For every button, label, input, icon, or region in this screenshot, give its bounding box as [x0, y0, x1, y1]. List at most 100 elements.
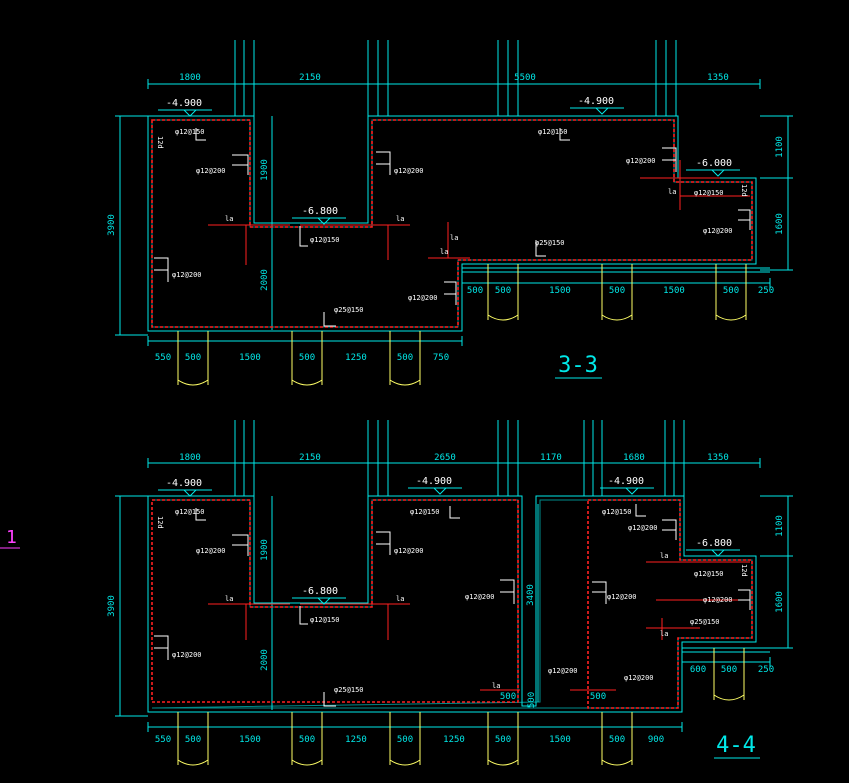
dim-text: 500	[299, 353, 315, 363]
elevation-markers-3-3	[158, 107, 740, 225]
rebar-label: φ12@150	[538, 128, 568, 136]
column-stub	[367, 420, 389, 496]
section-4-4	[115, 420, 793, 732]
small-label: la	[396, 595, 404, 603]
dim-text: 250	[758, 286, 774, 296]
rebar-label: φ12@200	[628, 524, 658, 532]
dim-text: 750	[433, 353, 449, 363]
dim-text: 1250	[345, 735, 367, 745]
right-dim-text: 1600	[775, 591, 785, 613]
elevation-text: -4.900	[416, 476, 452, 487]
inner-dim-text: 3400	[526, 584, 536, 606]
column-stub	[497, 40, 519, 116]
dim-text: 250	[758, 665, 774, 675]
dim-text: 500	[495, 286, 511, 296]
elevation-text: -4.900	[608, 476, 644, 487]
inner-dim-text: 2000	[260, 649, 270, 671]
rebar-label: φ12@150	[694, 570, 724, 578]
rebar-label: φ25@150	[690, 618, 720, 626]
rebar-label: φ12@200	[394, 547, 424, 555]
texts-3-3: 1800 2150 5500 1350 550 500 1500 500 125…	[107, 73, 785, 378]
inner-dim-text: 1900	[260, 539, 270, 561]
rebar-lines-3-3	[208, 160, 750, 265]
rebar-label: φ12@200	[172, 271, 202, 279]
dim-text: 2150	[299, 453, 321, 463]
slab-line	[462, 267, 770, 273]
small-label: 12d	[156, 136, 164, 149]
dim-text: 1500	[549, 286, 571, 296]
rebar-label: φ25@150	[535, 239, 565, 247]
inner-dim-text: 500	[590, 692, 606, 702]
dim-text: 1500	[239, 735, 261, 745]
small-label: la	[396, 215, 404, 223]
dim-text: 1800	[179, 73, 201, 83]
column-stub	[234, 40, 255, 116]
column-stub	[367, 40, 389, 116]
rebar-label: φ12@200	[172, 651, 202, 659]
rebar-3-3	[151, 119, 753, 328]
rebar-label: φ25@150	[334, 306, 364, 314]
outline-inner	[151, 119, 753, 328]
pile	[601, 712, 633, 766]
dim-text: 500	[397, 735, 413, 745]
dim-text: 500	[609, 286, 625, 296]
pile	[389, 712, 421, 766]
pile	[487, 264, 519, 321]
left-dim-line	[115, 115, 148, 336]
column-stub	[234, 420, 255, 496]
dim-text: 550	[155, 735, 171, 745]
pile	[177, 712, 209, 766]
dim-text: 500	[397, 353, 413, 363]
dim-text: 2150	[299, 73, 321, 83]
rebar-label: φ12@150	[175, 508, 205, 516]
dim-text: 600	[690, 665, 706, 675]
rebar-label: φ12@200	[548, 667, 578, 675]
elevation-text: -6.000	[696, 158, 732, 169]
column-stub	[583, 420, 603, 496]
dim-text: 500	[185, 353, 201, 363]
dim-text: 1800	[179, 453, 201, 463]
small-label: la	[225, 595, 233, 603]
dim-text: 1170	[540, 453, 562, 463]
right-dim-line	[760, 115, 793, 271]
dim-text: 1350	[707, 73, 729, 83]
piles-3-3	[177, 264, 747, 386]
pile	[177, 331, 209, 386]
dim-text: 1500	[549, 735, 571, 745]
column-stub	[664, 420, 685, 496]
right-dim-line	[760, 495, 793, 649]
rebar-label: φ12@200	[703, 227, 733, 235]
dim-text: 1680	[623, 453, 645, 463]
right-dim-text: 1600	[775, 213, 785, 235]
dim-text: 1250	[345, 353, 367, 363]
rebar-label: φ25@150	[334, 686, 364, 694]
top-dim-line	[147, 458, 761, 468]
section-3-3	[115, 40, 793, 346]
small-label: 12d	[740, 564, 748, 577]
slab-line	[682, 647, 770, 653]
rebar-label: φ12@200	[626, 157, 656, 165]
dim-text: 500	[467, 286, 483, 296]
right-dim-text: 1100	[775, 136, 785, 158]
small-label: la	[450, 234, 458, 242]
rebar-label: φ12@150	[310, 616, 340, 624]
rebar-label: φ12@200	[703, 596, 733, 604]
dim-text: 900	[648, 735, 664, 745]
texts-4-4: 1800 2150 2650 1170 1680 1350 550 500 15…	[107, 453, 785, 758]
elevation-text: -6.800	[302, 206, 338, 217]
dim-text: 500	[495, 735, 511, 745]
rebar-label: φ12@200	[624, 674, 654, 682]
rebar-label: φ12@200	[465, 593, 495, 601]
hooks-3-3	[154, 128, 751, 327]
hooks-4-4	[154, 504, 751, 707]
small-label: la	[668, 188, 676, 196]
dim-text: 2650	[434, 453, 456, 463]
dim-text: 1500	[663, 286, 685, 296]
dim-text: 550	[155, 353, 171, 363]
elevation-text: -6.800	[302, 586, 338, 597]
rebar-label: φ12@200	[408, 294, 438, 302]
elevation-text: -4.900	[166, 478, 202, 489]
pile	[291, 712, 323, 766]
rebar-label: φ12@150	[310, 236, 340, 244]
